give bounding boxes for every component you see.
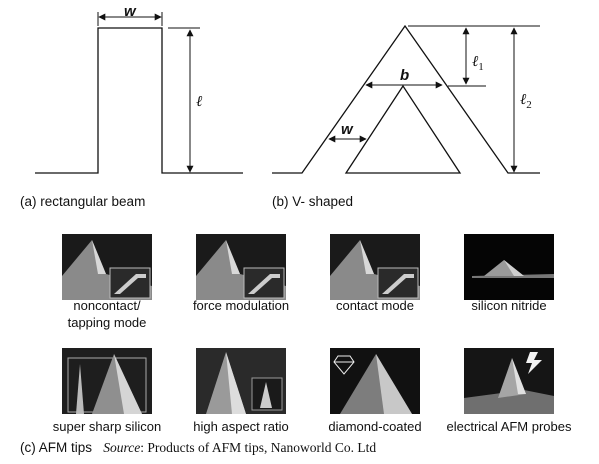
caption-rectangular-beam: (a) rectangular beam xyxy=(20,194,146,209)
source-word: Source xyxy=(103,440,141,455)
rect-l-label: ℓ xyxy=(196,94,202,110)
tip-label-diamond-coated: diamond-coated xyxy=(328,419,422,434)
v-l2-label: ℓ xyxy=(520,92,526,108)
tip-image-high-aspect xyxy=(196,348,286,414)
v-shape-outline xyxy=(272,24,540,174)
tip-label-force-modulation: force modulation xyxy=(192,298,290,313)
rect-length-dimension xyxy=(168,27,200,173)
rect-w-label: w xyxy=(124,3,137,20)
tip-label-noncontact: noncontact/ tapping mode xyxy=(67,298,147,330)
diamond-icon xyxy=(333,355,355,375)
v-l1-subscript: 1 xyxy=(478,61,484,73)
caption-afm-tips: (c) AFM tips xyxy=(20,440,93,455)
v-top-dimension-lines xyxy=(408,25,540,87)
v-l2-subscript: 2 xyxy=(526,99,532,111)
rectangular-beam-drawing: w ℓ xyxy=(35,3,243,174)
svg-text:ℓ2: ℓ2 xyxy=(520,92,532,111)
tip-image-diamond-coated xyxy=(330,348,420,414)
tip-image-silicon-nitride xyxy=(464,234,554,300)
caption-v-shaped: (b) V- shaped xyxy=(272,194,354,209)
source-text: : Products of AFM tips, Nanoworld Co. Lt… xyxy=(140,440,377,455)
tip-image-force-modulation xyxy=(196,234,286,300)
tip-image-electrical xyxy=(464,348,554,414)
svg-text:ℓ1: ℓ1 xyxy=(472,54,484,73)
lightning-icon xyxy=(526,352,542,374)
tip-image-noncontact xyxy=(62,234,152,300)
v-l1-label: ℓ xyxy=(472,54,478,70)
tip-image-contact-mode xyxy=(330,234,420,300)
v-w-label: w xyxy=(341,121,354,138)
tip-image-super-sharp xyxy=(62,348,152,414)
tip-label-super-sharp: super sharp silicon xyxy=(52,419,162,434)
tip-label-electrical: electrical AFM probes xyxy=(446,419,572,434)
tip-label-silicon-nitride: silicon nitride xyxy=(471,298,547,313)
rect-beam-outline xyxy=(35,27,243,174)
v-b-label: b xyxy=(400,67,409,84)
rect-width-dimension xyxy=(97,12,163,26)
v-shaped-drawing: b w ℓ1 ℓ2 xyxy=(272,24,540,174)
tip-label-contact-mode: contact mode xyxy=(335,298,415,313)
tip-label-high-aspect: high aspect ratio xyxy=(193,419,289,434)
caption-afm-tips-source: (c) AFM tips Source: Products of AFM tip… xyxy=(20,440,376,456)
